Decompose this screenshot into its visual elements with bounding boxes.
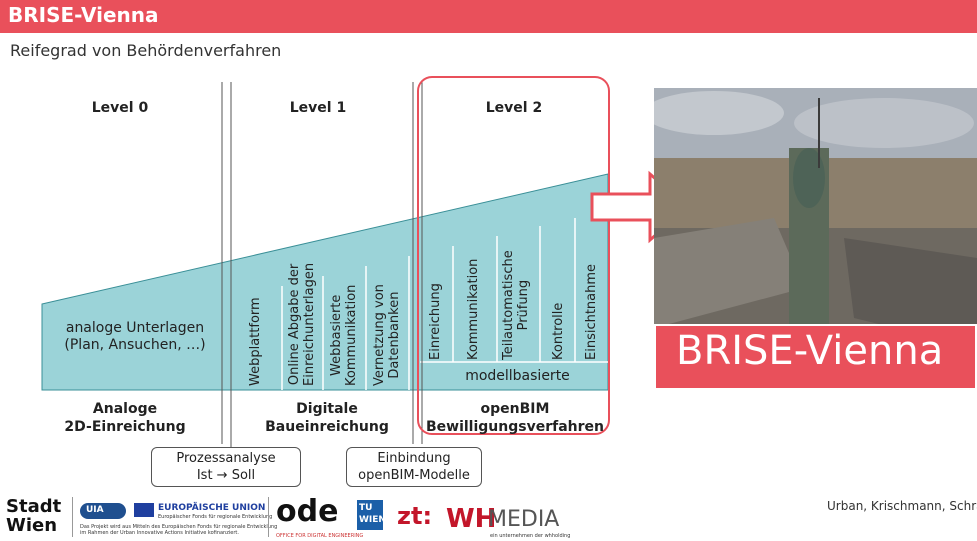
phase-analog: Analoge 2D-Einreichung <box>64 401 186 435</box>
level-0-header: Level 0 <box>91 100 149 116</box>
item-webplattform: Webplattform <box>248 297 263 386</box>
item-webbasierte-kommunikation: Webbasierte Kommunikation <box>329 284 359 386</box>
tu-wien-logo: TU WIEN <box>357 500 386 530</box>
ode-logo: ode <box>276 494 339 529</box>
stadt-wien-logo: Stadt Wien <box>6 496 62 536</box>
item-online-abgabe: Online Abgabe der Einreichunterlagen <box>287 262 317 386</box>
openbim-integration-label: Einbindung openBIM-Modelle <box>358 451 470 483</box>
level-2-header: Level 2 <box>485 100 543 116</box>
eu-logo-text: EUROPÄISCHE UNION <box>158 503 266 513</box>
process-analysis-box: Prozessanalyse Ist → Soll <box>151 447 301 487</box>
logo-divider <box>268 497 269 537</box>
phase-openbim: openBIM Bewilligungsverfahren <box>425 401 604 435</box>
item-kommunikation: Kommunikation <box>466 258 481 360</box>
modellbasierte-label: modellbasierte <box>465 368 570 384</box>
cloud <box>794 98 974 148</box>
photo-illustration <box>654 88 977 389</box>
vienna-city-photo <box>654 88 977 389</box>
slide-title: BRISE-Vienna <box>8 3 159 27</box>
tu-wien-logo-text: TU WIEN <box>359 503 386 525</box>
item-kontrolle: Kontrolle <box>551 302 566 360</box>
item-einreichung: Einreichung <box>428 283 443 360</box>
zt-logo: zt: <box>397 502 433 530</box>
photo-banner: BRISE-Vienna <box>654 324 977 390</box>
roof <box>844 238 977 348</box>
header-bar: BRISE-Vienna <box>0 0 977 33</box>
phase-digital: Digitale Baueinreichung <box>265 401 389 435</box>
media-logo: MEDIA <box>488 507 560 532</box>
cloud <box>654 91 784 135</box>
analog-documents-label: analoge Unterlagen (Plan, Ansuchen, …) <box>64 320 206 353</box>
item-vernetzung: Vernetzung von Datenbanken <box>372 284 402 386</box>
logo-divider <box>72 497 73 537</box>
author-credit: Urban, Krischmann, Schranz <box>827 499 977 513</box>
statue <box>793 148 825 208</box>
slide-subtitle: Reifegrad von Behördenverfahren <box>10 41 282 60</box>
item-teilautomatische-pruefung: Teilautomatische Prüfung <box>501 250 531 360</box>
roof <box>654 218 804 328</box>
level-1-header: Level 1 <box>289 100 347 116</box>
uia-logo: UIA <box>80 503 126 519</box>
photo-banner-text: BRISE-Vienna <box>676 328 944 374</box>
eu-funding-note: Das Projekt wird aus Mitteln des Europäi… <box>80 524 278 536</box>
openbim-integration-box: Einbindung openBIM-Modelle <box>346 447 482 487</box>
uia-logo-text: UIA <box>86 505 104 515</box>
wh-logo: WH <box>446 504 497 534</box>
wh-logo-subtext: ein unternehmen der whholding <box>490 533 571 539</box>
level2-highlight <box>417 76 610 435</box>
eu-flag-icon <box>134 503 154 517</box>
process-analysis-label: Prozessanalyse Ist → Soll <box>176 451 276 483</box>
ode-logo-subtext: OFFICE FOR DIGITAL ENGINEERING <box>276 533 364 539</box>
item-einsichtnahme: Einsichtnahme <box>584 263 599 360</box>
eu-logo-subtext: Europäischer Fonds für regionale Entwick… <box>158 514 273 520</box>
